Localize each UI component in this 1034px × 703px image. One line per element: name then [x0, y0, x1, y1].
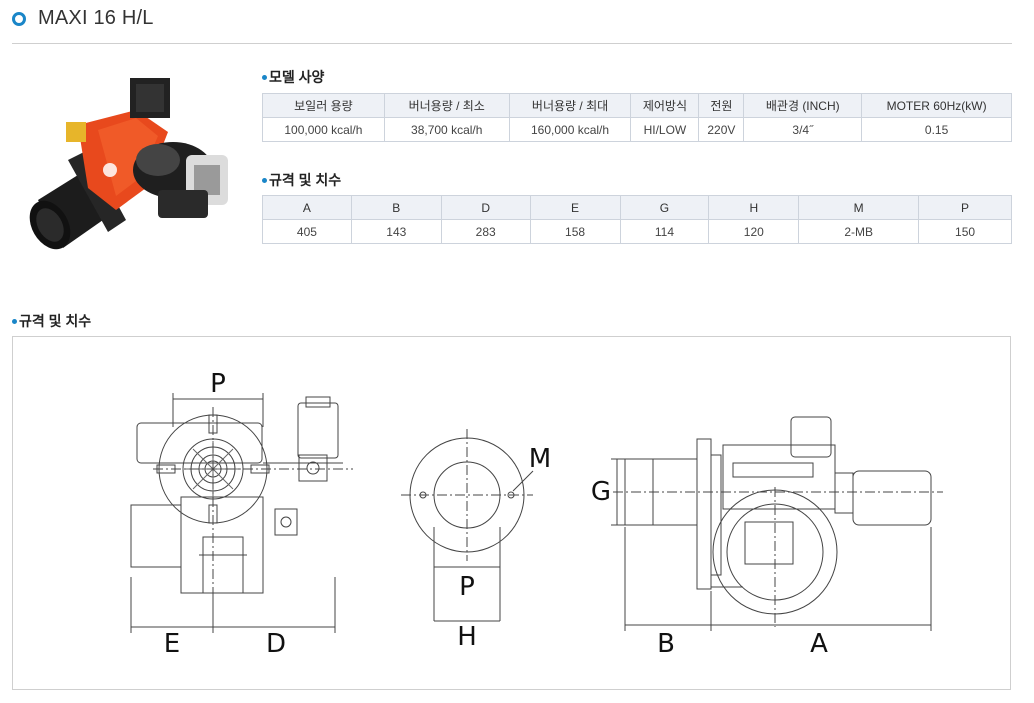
table-header-row: A B D E G H M P: [262, 195, 1012, 220]
label-d: D: [266, 629, 286, 659]
column-header: MOTER 60Hz(kW): [861, 93, 1012, 118]
column-header: 제어방식: [630, 93, 700, 118]
drawing-title: 규격 및 치수: [19, 313, 92, 329]
column-header: B: [350, 195, 442, 220]
model-spec-table: 보일러 용량 버너용량 / 최소 버너용량 / 최대 제어방식 전원 배관경 (…: [262, 93, 1012, 142]
table-cell: 405: [262, 219, 352, 244]
table-header-row: 보일러 용량 버너용량 / 최소 버너용량 / 최대 제어방식 전원 배관경 (…: [262, 93, 1012, 118]
model-spec-heading: 모델 사양: [262, 67, 324, 87]
table-cell: 158: [529, 219, 621, 244]
column-header: 버너용량 / 최대: [508, 93, 632, 118]
label-p-flange: P: [459, 572, 475, 602]
table-cell: 120: [708, 219, 800, 244]
front-view: P: [130, 369, 353, 659]
label-g: G: [591, 477, 611, 507]
column-header: 전원: [698, 93, 745, 118]
dimension-spec-heading: 규격 및 치수: [262, 170, 341, 190]
column-header: H: [708, 195, 800, 220]
column-header: M: [798, 195, 920, 220]
column-header: G: [619, 195, 710, 220]
table-cell: HI/LOW: [630, 117, 700, 142]
column-header: 버너용량 / 최소: [383, 93, 510, 118]
product-image: [18, 70, 243, 260]
column-header: A: [262, 195, 352, 220]
model-spec-title: 모델 사양: [269, 69, 325, 85]
table-cell: 160,000 kcal/h: [508, 117, 632, 142]
bullet-icon: [12, 318, 17, 324]
column-header: E: [529, 195, 621, 220]
label-h: H: [457, 622, 477, 652]
table-cell: 2-MB: [798, 219, 920, 244]
column-header: 보일러 용량: [262, 93, 385, 118]
table-cell: 0.15: [861, 117, 1012, 142]
column-header: P: [918, 195, 1012, 220]
table-cell: 150: [918, 219, 1012, 244]
drawing-heading: 규격 및 치수: [12, 311, 91, 331]
label-a: A: [810, 629, 828, 659]
table-cell: 3/4˝: [743, 117, 863, 142]
label-p-front: P: [210, 369, 226, 399]
table-cell: 38,700 kcal/h: [383, 117, 510, 142]
table-cell: 283: [440, 219, 531, 244]
label-m: M: [529, 444, 551, 474]
title-bullet-icon: [12, 12, 26, 26]
page-title: MAXI 16 H/L: [38, 7, 154, 29]
table-cell: 143: [350, 219, 442, 244]
page-header: MAXI 16 H/L: [12, 4, 1012, 44]
table-row: 405 143 283 158 114 120 2-MB 150: [262, 219, 1012, 244]
label-e: E: [164, 629, 180, 659]
flange-view: M P H: [401, 429, 551, 652]
table-cell: 114: [619, 219, 710, 244]
label-b: B: [657, 629, 675, 659]
table-cell: 220V: [698, 117, 745, 142]
table-row: 100,000 kcal/h 38,700 kcal/h 160,000 kca…: [262, 117, 1012, 142]
table-cell: 100,000 kcal/h: [262, 117, 385, 142]
bullet-icon: [262, 177, 267, 183]
column-header: 배관경 (INCH): [743, 93, 863, 118]
bullet-icon: [262, 74, 267, 80]
column-header: D: [440, 195, 531, 220]
dimension-spec-table: A B D E G H M P 405 143 283 158 114 120 …: [262, 195, 1012, 244]
dimension-spec-title: 규격 및 치수: [269, 172, 342, 188]
dimension-drawing: P: [12, 336, 1011, 690]
side-view: G B A: [591, 416, 943, 659]
